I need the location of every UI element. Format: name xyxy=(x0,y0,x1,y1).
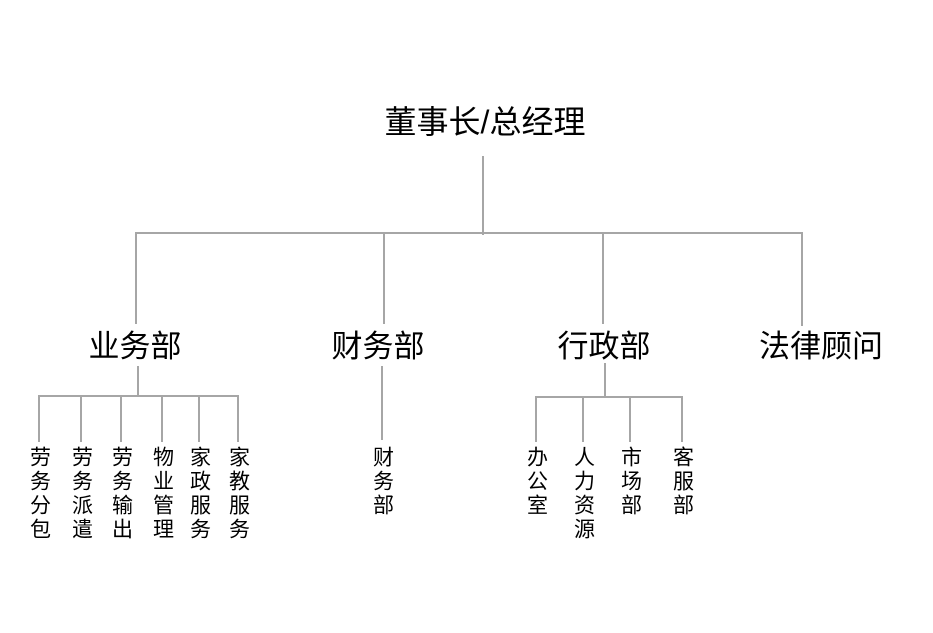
node-property-management: 物业管理 xyxy=(150,446,174,542)
node-housekeeping-service: 家政服务 xyxy=(187,446,211,542)
node-tutoring-service: 家教服务 xyxy=(226,446,250,542)
node-office: 办公室 xyxy=(524,446,548,518)
node-labor-subcontract: 劳务分包 xyxy=(27,446,51,542)
node-customer-service-dept: 客服部 xyxy=(670,446,694,518)
node-finance-dept-leaf: 财务部 xyxy=(370,446,394,518)
connector-group xyxy=(38,156,803,442)
node-marketing-dept: 市场部 xyxy=(618,446,642,518)
node-business-dept: 业务部 xyxy=(88,329,182,364)
node-legal-advisor: 法律顾问 xyxy=(759,329,883,364)
node-finance-dept: 财务部 xyxy=(331,329,425,364)
node-labor-dispatch: 劳务派遣 xyxy=(69,446,93,542)
node-chairman-general-manager: 董事长/总经理 xyxy=(384,104,586,140)
node-human-resources: 人力资源 xyxy=(571,446,595,542)
node-labor-export: 劳务输出 xyxy=(109,446,133,542)
node-admin-dept: 行政部 xyxy=(557,329,651,364)
